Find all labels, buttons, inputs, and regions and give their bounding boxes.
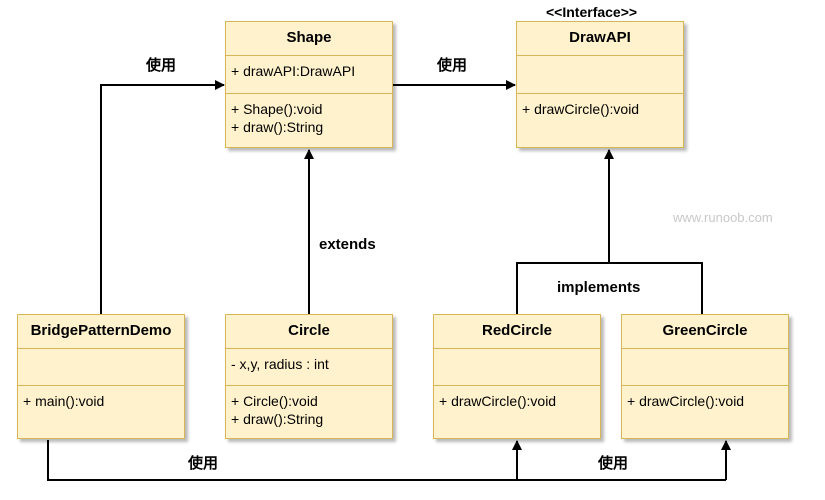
attribute: + drawAPI:DrawAPI bbox=[231, 63, 356, 79]
attributes-section bbox=[434, 349, 600, 386]
method: + Circle():void bbox=[231, 393, 318, 409]
attributes-section bbox=[517, 56, 683, 94]
method: + drawCircle():void bbox=[439, 393, 557, 409]
attributes-section: + drawAPI:DrawAPI bbox=[226, 56, 392, 94]
attributes-section bbox=[18, 349, 184, 386]
class-name: RedCircle bbox=[434, 315, 600, 349]
edge-label-implements: implements bbox=[557, 279, 641, 296]
edge-bridge-uses-circles bbox=[47, 440, 726, 481]
method: + main():void bbox=[23, 393, 105, 409]
methods-section: + drawCircle():void bbox=[517, 94, 683, 147]
edge-label-use: 使用 bbox=[437, 57, 468, 74]
edge-label-use: 使用 bbox=[598, 455, 629, 472]
edge-label-use: 使用 bbox=[146, 57, 177, 74]
class-bridgepatterndemo[interactable]: BridgePatternDemo + main():void bbox=[17, 314, 185, 439]
class-shape[interactable]: Shape + drawAPI:DrawAPI + Shape():void +… bbox=[225, 21, 393, 148]
attributes-section bbox=[622, 349, 788, 386]
method: + drawCircle():void bbox=[522, 101, 640, 117]
class-name: BridgePatternDemo bbox=[18, 315, 184, 349]
methods-section: + main():void bbox=[18, 386, 184, 438]
method: + drawCircle():void bbox=[627, 393, 745, 409]
methods-section: + Shape():void + draw():String bbox=[226, 94, 392, 147]
edge-bridge-uses-shape bbox=[100, 80, 225, 314]
interface-drawapi[interactable]: DrawAPI + drawCircle():void bbox=[516, 21, 684, 148]
method: + draw():String bbox=[231, 411, 324, 427]
class-name: DrawAPI bbox=[517, 22, 683, 56]
method: + draw():String bbox=[231, 119, 324, 135]
class-redcircle[interactable]: RedCircle + drawCircle():void bbox=[433, 314, 601, 439]
method: + Shape():void bbox=[231, 101, 323, 117]
methods-section: + drawCircle():void bbox=[622, 386, 788, 438]
methods-section: + drawCircle():void bbox=[434, 386, 600, 438]
attribute: - x,y, radius : int bbox=[231, 356, 329, 372]
class-circle[interactable]: Circle - x,y, radius : int + Circle():vo… bbox=[225, 314, 393, 439]
class-name: Circle bbox=[226, 315, 392, 349]
methods-section: + Circle():void + draw():String bbox=[226, 386, 392, 438]
watermark: www.runoob.com bbox=[673, 210, 773, 225]
edge-label-extends: extends bbox=[319, 236, 376, 253]
attributes-section: - x,y, radius : int bbox=[226, 349, 392, 386]
stereotype-label: <<Interface>> bbox=[546, 4, 638, 20]
class-name: GreenCircle bbox=[622, 315, 788, 349]
edge-label-use: 使用 bbox=[188, 455, 219, 472]
class-name: Shape bbox=[226, 22, 392, 56]
class-greencircle[interactable]: GreenCircle + drawCircle():void bbox=[621, 314, 789, 439]
